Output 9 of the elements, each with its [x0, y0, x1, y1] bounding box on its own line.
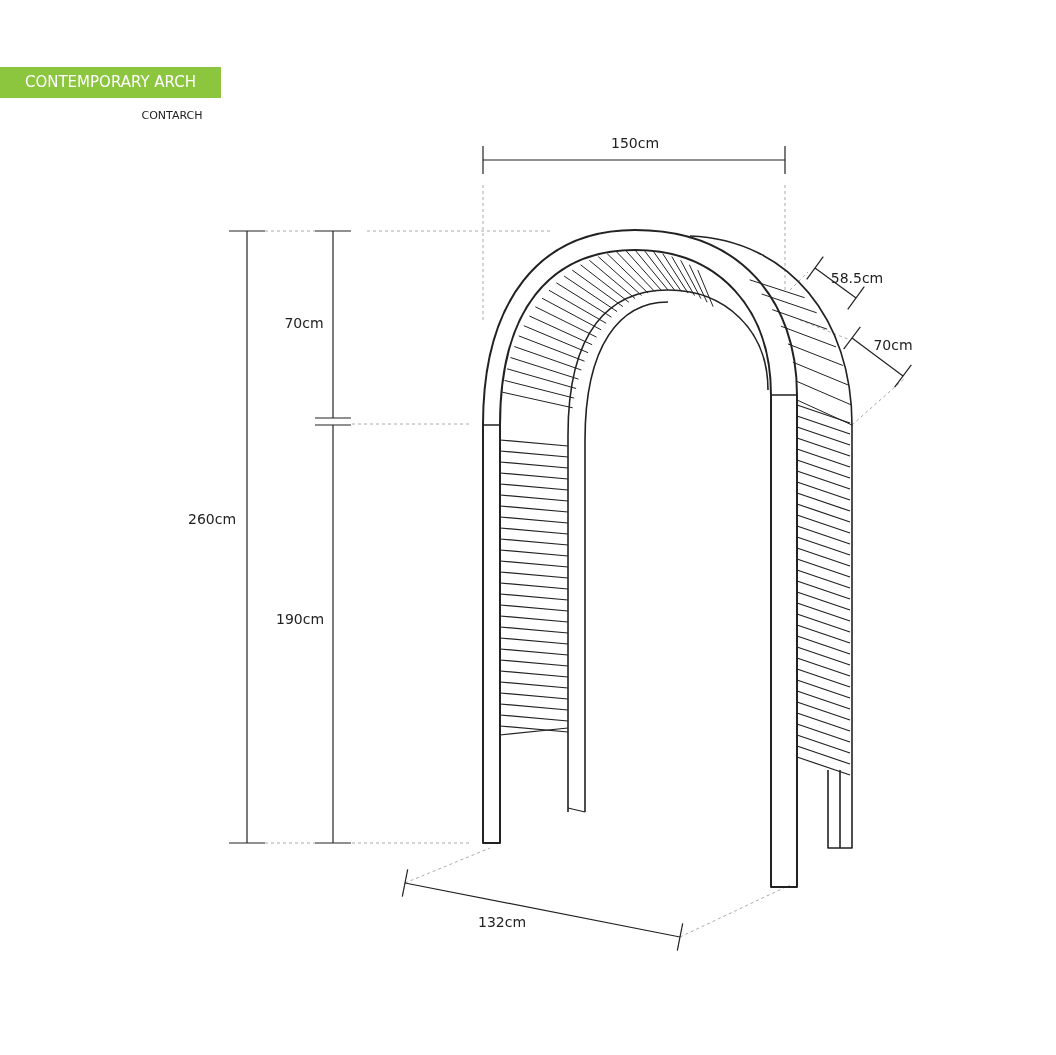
dimension-label: 150cm [610, 135, 660, 151]
dimension-label: 58.5cm [830, 270, 884, 286]
dimension-label: 132cm [477, 914, 527, 930]
dimension-label: 70cm [284, 315, 324, 331]
dimension-label: 190cm [275, 611, 325, 627]
dimension-label: 70cm [873, 337, 913, 353]
dimension-label: 260cm [187, 511, 237, 527]
title-banner: CONTEMPORARY ARCH [0, 67, 221, 98]
product-code: CONTARCH [141, 108, 203, 122]
